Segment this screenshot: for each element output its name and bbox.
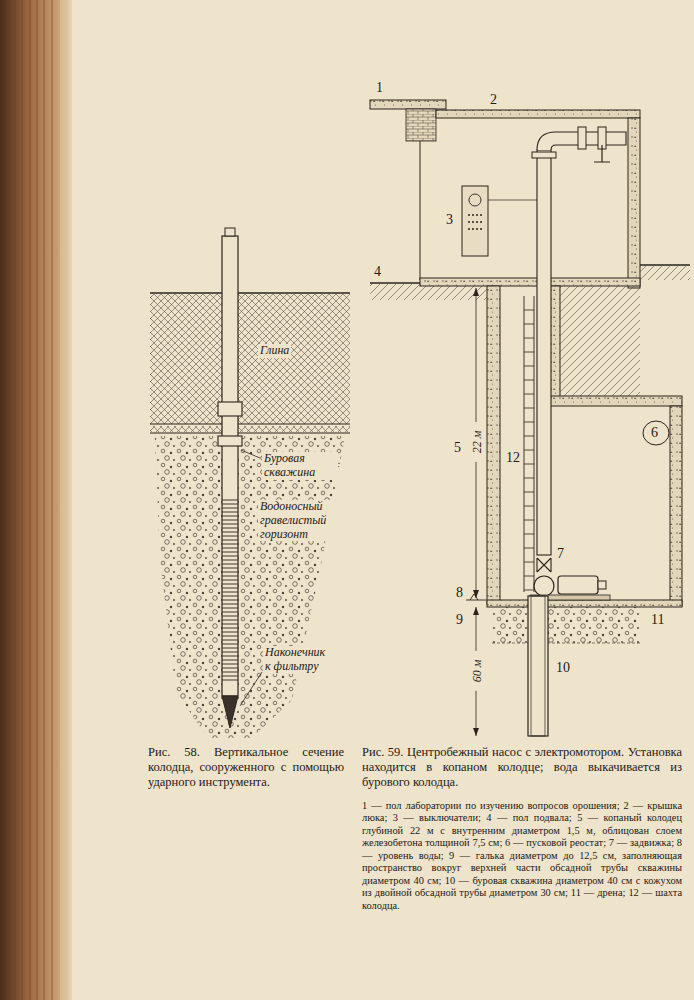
book-edge-part <box>8 0 52 1000</box>
fig59-section <box>370 100 690 736</box>
fig58-section-part <box>150 292 350 294</box>
fig59-section-part <box>406 109 436 141</box>
callout-number: 3 <box>446 212 453 228</box>
layer-label: Буровая скважина <box>262 452 338 480</box>
fig59-section-part <box>487 286 500 604</box>
fig59-section-part <box>469 194 481 206</box>
book-edge-part <box>60 0 66 1000</box>
book-edge <box>0 0 72 1000</box>
callout-number: 9 <box>456 612 463 628</box>
fig58-section-part <box>225 228 235 236</box>
fig58-section-part <box>150 426 350 432</box>
fig59-section-part <box>548 396 682 406</box>
callout-number: 1 <box>376 80 383 96</box>
fig58-section <box>150 228 350 738</box>
fig59-section-part <box>643 421 669 445</box>
callout-number: 7 <box>557 546 564 562</box>
fig59-section-part <box>436 110 640 118</box>
dimension-label: 60 м <box>471 651 485 691</box>
callout-number: 5 <box>454 440 461 456</box>
layer-label: Водоносный гравелистый горизонт <box>258 500 346 541</box>
callout-number: 6 <box>651 425 658 441</box>
fig59-section-part <box>532 152 556 158</box>
fig59-section-part <box>578 127 586 149</box>
fig59-section-part <box>488 200 537 201</box>
callout-number: 12 <box>504 450 522 466</box>
callout-number: 8 <box>456 585 463 601</box>
fig59-section-part <box>370 100 446 109</box>
dimension-label: 22 м <box>471 422 485 462</box>
fig58-section-part <box>222 696 238 728</box>
fig59-section-part <box>598 581 606 589</box>
callout-number: 11 <box>651 612 664 628</box>
fig59-section-part <box>524 310 534 590</box>
callout-number: 4 <box>374 264 381 280</box>
fig59-section-part <box>670 406 682 606</box>
fig59-section-part <box>420 141 421 280</box>
fig59-section-part <box>628 118 640 288</box>
fig59-section-part <box>558 576 598 594</box>
fig59-section-part <box>531 596 545 736</box>
legend-key-text: 1 — пол лаборатории по изучению вопросов… <box>362 800 682 912</box>
fig59-section-part <box>462 186 488 256</box>
layer-label: Глина <box>258 344 291 358</box>
fig58-section-part <box>150 432 350 433</box>
fig59-section-part <box>534 576 554 596</box>
fig59-section-part <box>528 596 548 736</box>
fig59-section-part <box>524 296 534 592</box>
fig59-section-part <box>468 215 482 229</box>
fig58-section-part <box>155 436 345 738</box>
fig59-section-part <box>537 558 551 572</box>
callout-number: 2 <box>490 92 497 108</box>
fig59-section-part <box>420 278 640 286</box>
part-label: Наконечник к фильтру <box>263 646 333 674</box>
figure-caption: Рис. 59. Центробежный насос с электромот… <box>362 745 682 790</box>
fig59-section-part <box>492 643 640 644</box>
fig59-section-part <box>537 150 551 555</box>
fig59-section-part <box>466 594 486 600</box>
fig59-section-part <box>487 600 682 607</box>
fig58-section-part <box>222 500 238 680</box>
fig58-section-part <box>150 423 350 424</box>
fig59-section-part <box>594 145 610 162</box>
fig58-section-part <box>150 294 350 424</box>
fig58-section-part <box>241 450 260 458</box>
fig58-section-part <box>218 402 242 416</box>
callout-number: 10 <box>556 660 570 676</box>
fig58-section-part <box>218 436 242 446</box>
fig59-section-part <box>492 607 640 643</box>
fig59-section-part <box>640 264 690 265</box>
book-edge-part <box>0 0 72 1000</box>
fig58-section-part <box>240 672 262 706</box>
fig59-section-part <box>640 266 690 280</box>
fig58-section-part <box>222 236 238 696</box>
figure-caption: Рис. 58. Вертикальное сечение колодца, с… <box>148 745 344 790</box>
fig59-section-part <box>560 286 640 398</box>
